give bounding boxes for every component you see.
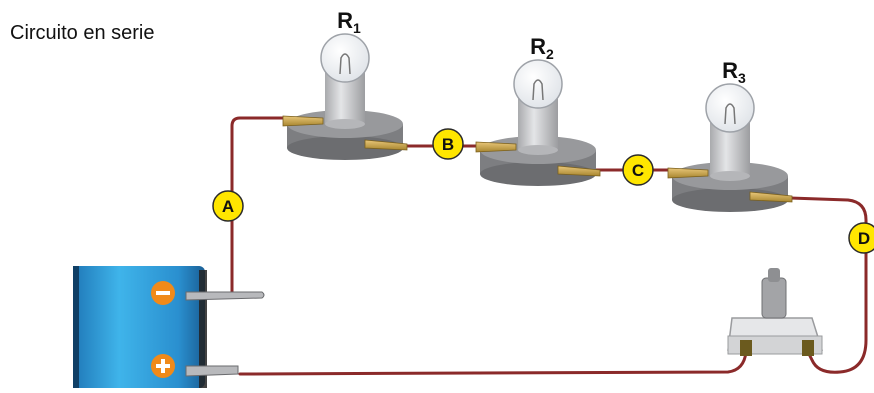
bulb-glass <box>513 59 563 109</box>
point-label: A <box>222 197 234 216</box>
point-label: D <box>858 229 870 248</box>
bulb-label-1: R1 <box>337 8 361 36</box>
lamp-3: R3 <box>667 58 793 212</box>
bulb-label-letter: R <box>722 58 738 83</box>
wire-bulb3-to-switch <box>788 196 868 374</box>
switch-knob[interactable] <box>761 277 787 319</box>
point-a: A <box>212 190 244 222</box>
bulb-glass <box>705 83 755 133</box>
positive-terminal <box>185 365 239 377</box>
bulb-label-subscript: 2 <box>546 46 554 62</box>
wire-battery-neg-to-bulb1 <box>230 116 294 298</box>
battery-body <box>73 266 205 388</box>
lamp-2: R2 <box>475 34 601 186</box>
bulb-label-subscript: 1 <box>353 20 361 36</box>
bulb-label-letter: R <box>337 8 353 33</box>
bulb-glass <box>320 33 370 83</box>
point-b: B <box>432 128 464 160</box>
bulb-label-3: R3 <box>722 58 746 86</box>
bulb-label-letter: R <box>530 34 546 59</box>
switch[interactable] <box>727 268 824 356</box>
lamp-1: R1 <box>282 8 408 160</box>
point-d: D <box>848 222 874 254</box>
battery <box>73 266 265 388</box>
point-label: C <box>632 161 644 180</box>
negative-sign <box>151 281 175 305</box>
bulb-label-2: R2 <box>530 34 554 62</box>
point-c: C <box>622 154 654 186</box>
wire-switch-to-battery-pos <box>238 350 748 376</box>
point-label: B <box>442 135 454 154</box>
diagram-title: Circuito en serie <box>10 22 155 44</box>
negative-terminal <box>185 291 265 301</box>
positive-sign <box>151 354 175 378</box>
bulb-label-subscript: 3 <box>738 70 746 86</box>
